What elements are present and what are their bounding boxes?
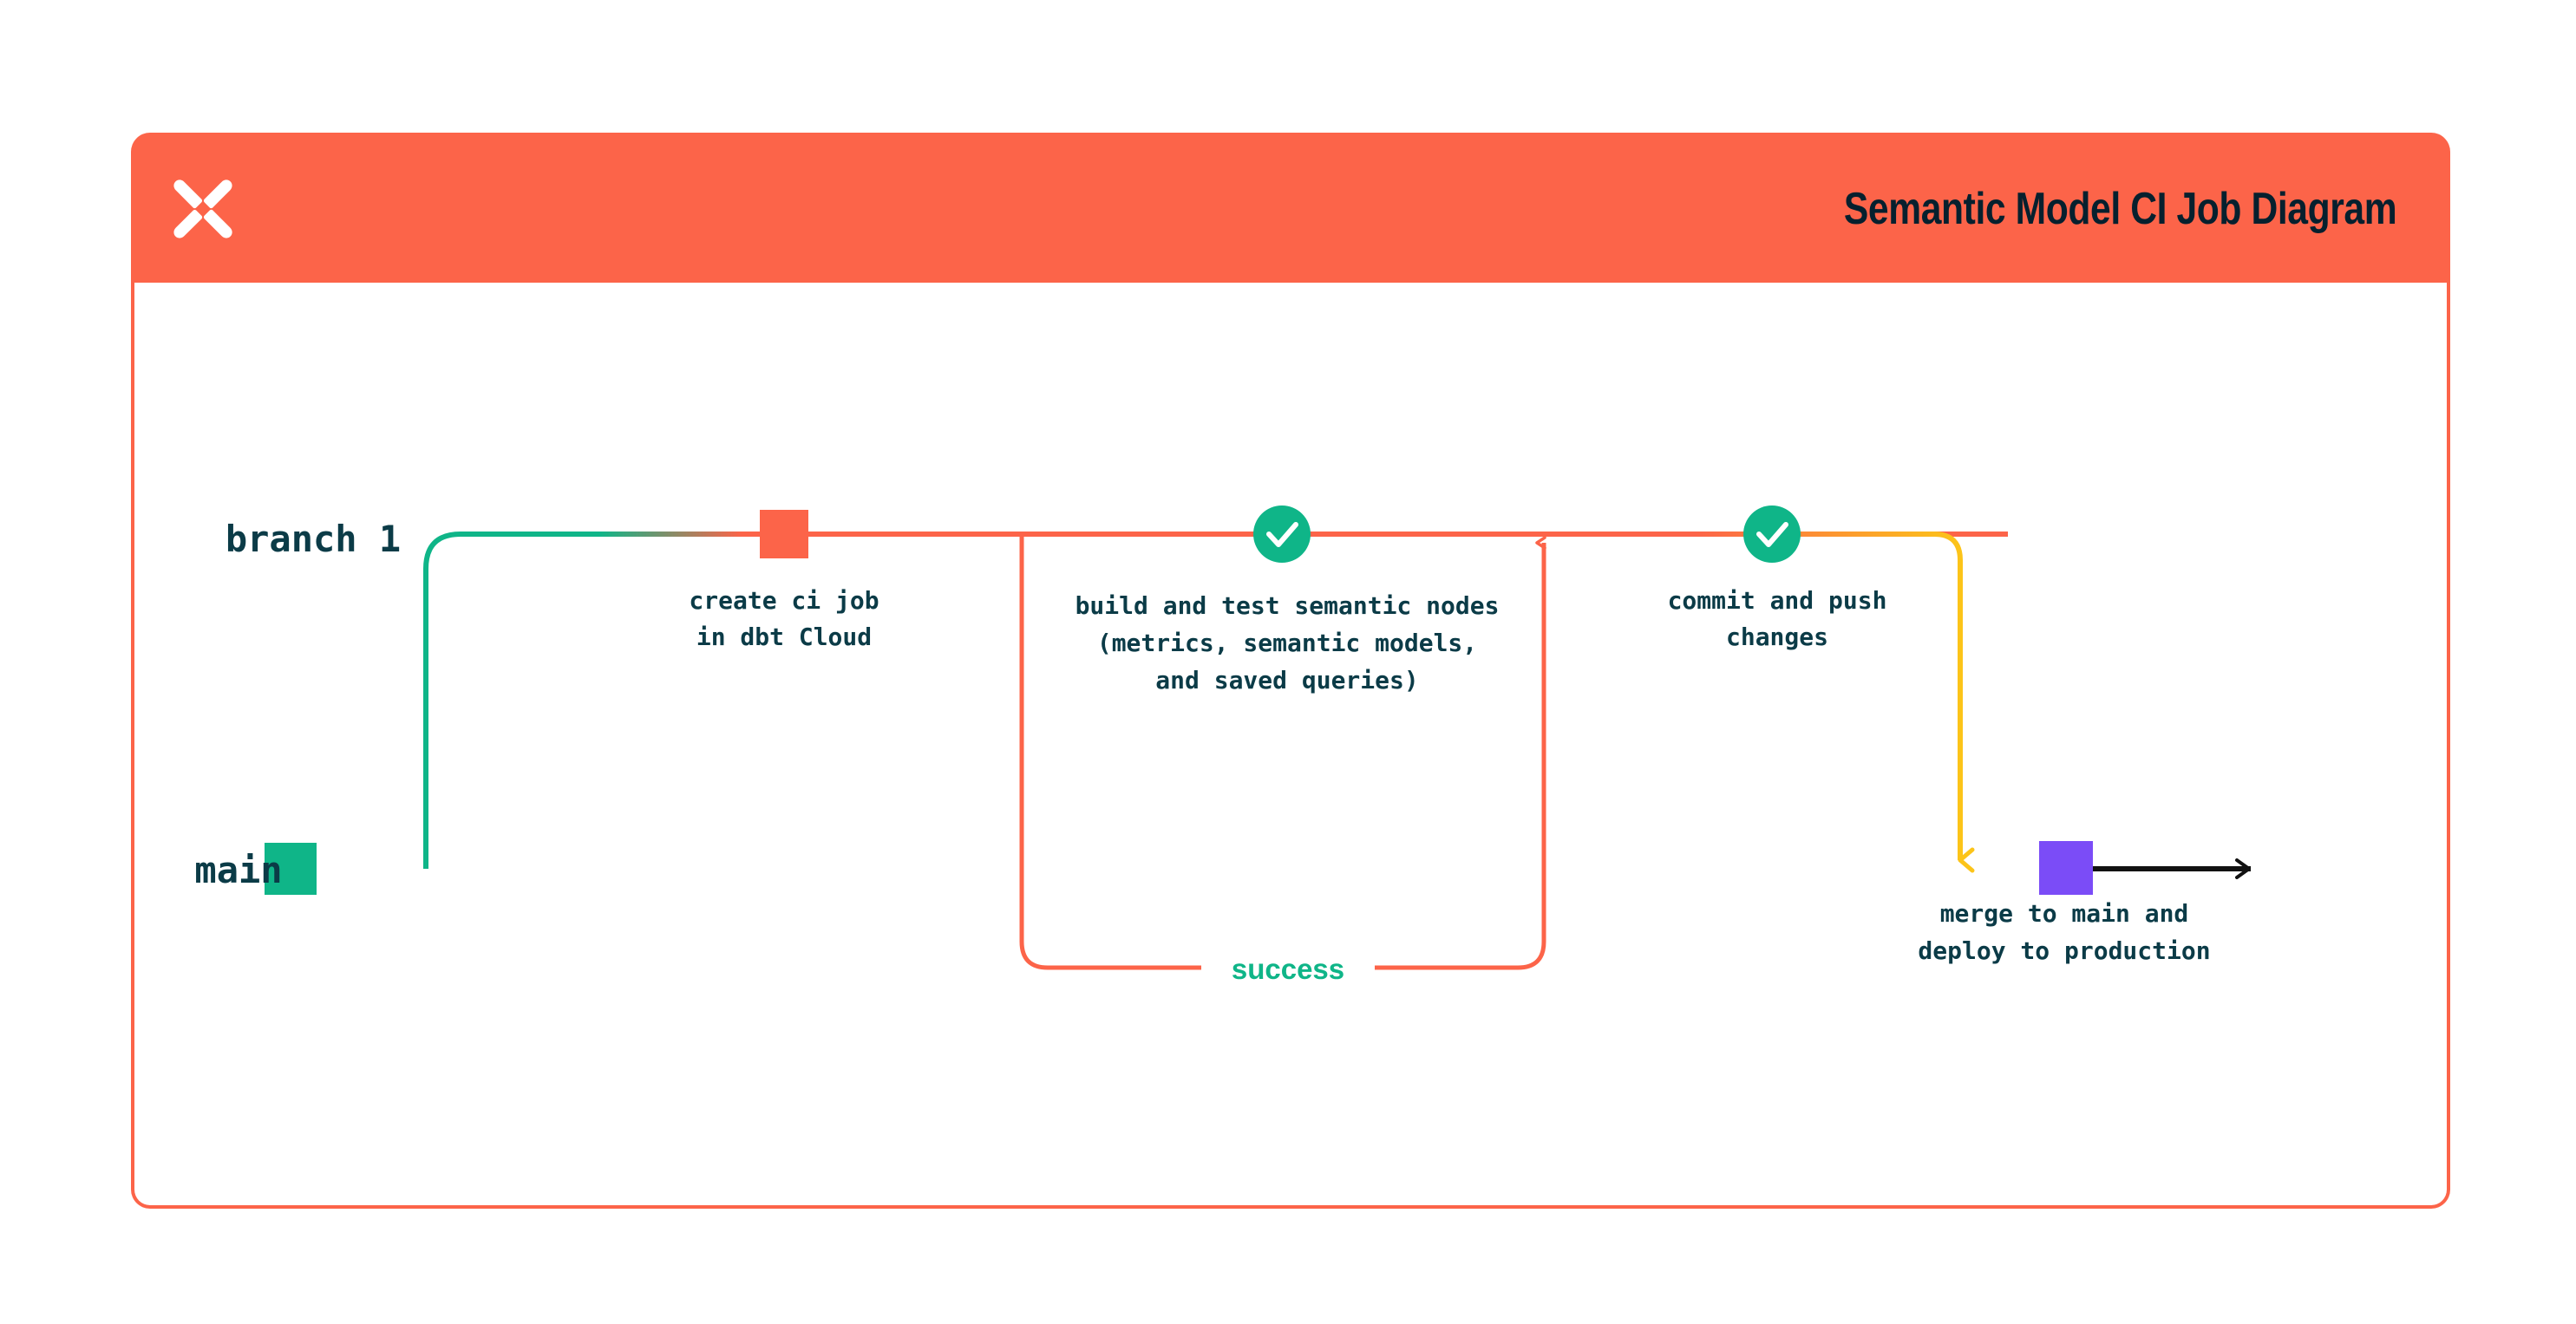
node-create-ci-job[interactable]	[760, 510, 808, 558]
diagram-card: Semantic Model CI Job Diagram	[131, 133, 2450, 1209]
lane-label-main: main	[194, 849, 282, 891]
node-build-and-test[interactable]	[1253, 505, 1311, 563]
dbt-logo-icon	[173, 179, 232, 238]
page-title: Semantic Model CI Job Diagram	[1843, 183, 2397, 234]
node-build-and-test-label-line-1: build and test semantic nodes	[1076, 591, 1500, 620]
node-merge-to-main-label-line-1: merge to main and	[1940, 899, 2189, 928]
edge-success-label: success	[1232, 953, 1344, 985]
node-commit-and-push-label-line-1: commit and push	[1668, 586, 1887, 615]
check-icon	[1756, 522, 1788, 547]
edge-push-merge	[1696, 532, 1975, 873]
node-merge-to-main[interactable]	[2039, 841, 2093, 895]
node-build-and-test-label-line-2: (metrics, semantic models,	[1097, 629, 1477, 657]
node-create-ci-job-label-line-2: in dbt Cloud	[696, 623, 872, 651]
edge-success-loop	[1019, 534, 1544, 970]
edge-branch-off	[423, 532, 742, 869]
ci-job-diagram: create ci job in dbt Cloud success build…	[194, 505, 2251, 985]
node-build-and-test-label-line-3: and saved queries)	[1155, 666, 1418, 695]
node-main-start[interactable]	[265, 843, 317, 895]
card-header: Semantic Model CI Job Diagram	[131, 133, 2450, 284]
node-commit-and-push-label-line-2: changes	[1726, 623, 1828, 651]
card-body: create ci job in dbt Cloud success build…	[131, 283, 2450, 1209]
node-merge-to-main-label-line-2: deploy to production	[1918, 936, 2210, 965]
check-icon	[1266, 522, 1298, 547]
lane-label-branch-1: branch 1	[226, 518, 401, 560]
node-commit-and-push[interactable]	[1743, 505, 1801, 563]
node-create-ci-job-label-line-1: create ci job	[689, 586, 879, 615]
